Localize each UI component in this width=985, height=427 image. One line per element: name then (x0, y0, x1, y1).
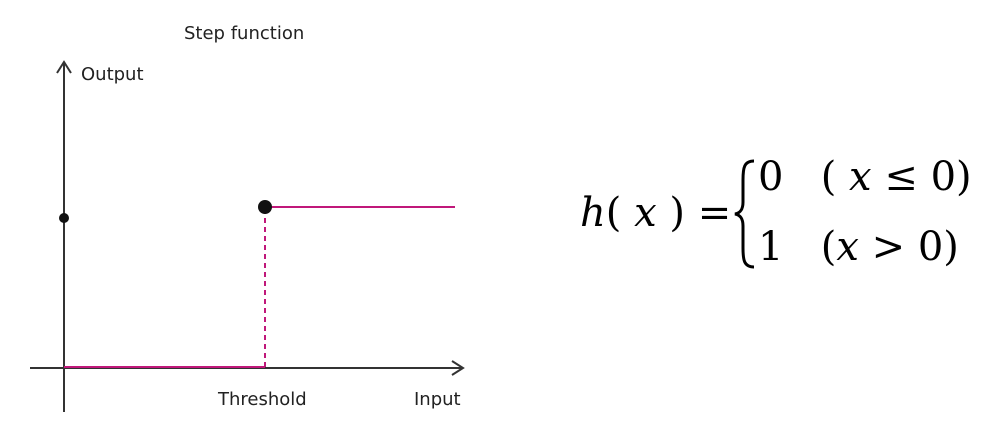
x-axis-label: Input (414, 389, 461, 410)
formula-case-1-rhs: 0 (930, 154, 957, 200)
formula-case-2-operator: > (871, 224, 906, 270)
formula-case-1-operator: ≤ (884, 154, 918, 200)
formula-case-2-close-paren: ) (943, 224, 959, 270)
threshold-label: Threshold (217, 389, 307, 410)
threshold-dot (258, 200, 272, 214)
formula-case-2-rhs: 0 (917, 224, 944, 270)
formula-case-2-var: x (836, 224, 859, 270)
formula-case-2: 1 (x > 0) (758, 224, 959, 270)
formula-case-1-condition: ( x ≤ 0) (821, 154, 972, 200)
formula-equals: = (697, 190, 732, 236)
formula-case-1-var: x (849, 154, 872, 200)
formula-case-1: 0 ( x ≤ 0) (758, 154, 972, 200)
formula-case-1-close-paren: ) (956, 154, 972, 200)
x-axis-arrowhead (451, 360, 465, 376)
formula-lhs-close-paren: ) (669, 190, 685, 236)
formula-case-1-open-paren: ( (820, 154, 837, 200)
step-function-formula: h( x ) = 0 ( x ≤ 0) 1 (x > 0) (580, 150, 972, 280)
formula-lhs-var: x (634, 190, 657, 236)
formula-case-2-open-paren: ( (820, 224, 837, 270)
formula-func-name: h (580, 190, 606, 236)
formula-case-1-value: 0 (758, 154, 784, 200)
formula-brace (734, 159, 755, 269)
formula-case-2-condition: (x > 0) (821, 224, 959, 270)
y-axis-arrowhead (56, 60, 72, 74)
formula-case-2-value: 1 (758, 224, 784, 270)
y-axis-level-dot (59, 213, 69, 223)
step-function-diagram: Step function Output Input Threshold (30, 23, 465, 412)
formula-lhs-open-paren: ( (605, 190, 622, 236)
y-axis-label: Output (81, 64, 144, 85)
diagram-title: Step function (184, 23, 304, 44)
formula-lhs: h( x ) = (580, 190, 731, 236)
